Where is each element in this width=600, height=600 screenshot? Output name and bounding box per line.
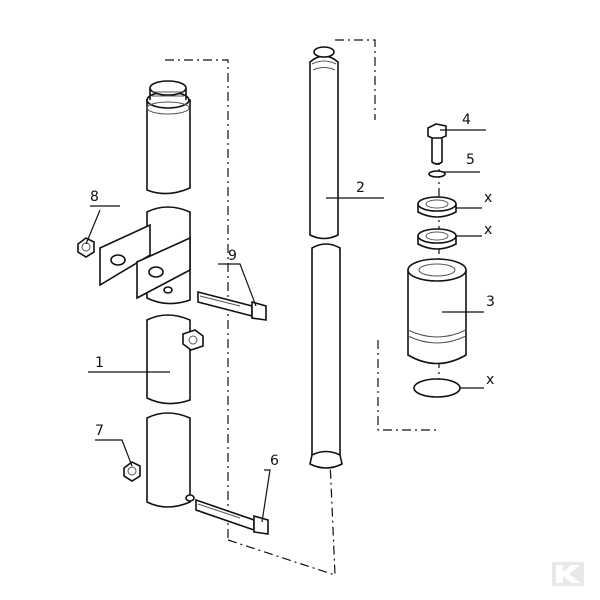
lower-tube-section xyxy=(146,412,195,508)
bolt-part-6 xyxy=(195,498,269,535)
label-8: 8 xyxy=(90,189,99,205)
tube-part-1 xyxy=(146,314,204,405)
label-7: 7 xyxy=(95,423,104,439)
leader-lines xyxy=(85,129,486,523)
assembly-lines xyxy=(165,39,440,576)
disc-lower xyxy=(413,378,461,398)
label-9: 9 xyxy=(228,248,237,264)
tall-tube-part-2 xyxy=(309,46,343,469)
bolt-part-4 xyxy=(427,123,447,165)
label-x-middle: x xyxy=(484,222,492,238)
ring-middle xyxy=(417,228,457,250)
label-4: 4 xyxy=(462,112,471,128)
nut-part-8 xyxy=(77,237,95,258)
label-6: 6 xyxy=(270,453,279,469)
washer-part-5 xyxy=(428,170,446,178)
label-1: 1 xyxy=(95,355,104,371)
nut-part-7 xyxy=(123,461,141,482)
label-x-lower: x xyxy=(486,372,494,388)
bracket-tube-section xyxy=(99,206,191,305)
label-3: 3 xyxy=(486,294,495,310)
label-x-upper: x xyxy=(484,190,492,206)
bushing-part-3 xyxy=(407,258,467,365)
brand-logo-watermark xyxy=(552,562,584,586)
upper-tube-section xyxy=(146,80,191,195)
label-2: 2 xyxy=(356,180,365,196)
bolt-part-9 xyxy=(197,290,267,321)
ring-upper xyxy=(417,196,457,218)
label-5: 5 xyxy=(466,152,475,168)
